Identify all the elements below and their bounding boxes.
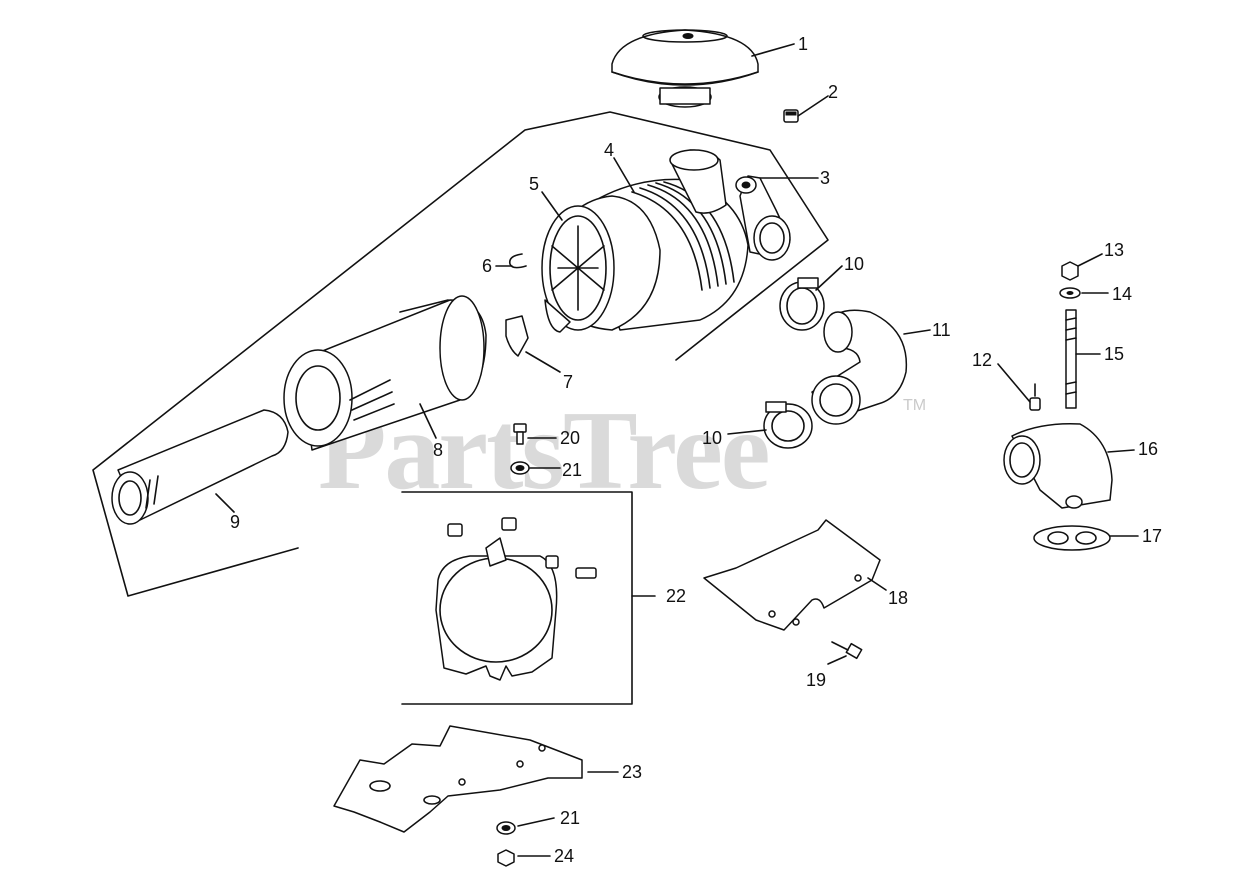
part-22-band-bracket [435,517,597,681]
callout-19: 19 [806,670,826,690]
callout-15: 15 [1104,344,1124,364]
callout-1: 1 [798,34,808,54]
part-19-screw [831,641,863,660]
callout-17: 17 [1142,526,1162,546]
callout-23: 23 [622,762,642,782]
part-17-gasket [1033,525,1111,551]
part-18-bracket [703,519,881,631]
callout-12: 12 [972,350,992,370]
part-24-nut [497,849,515,867]
part-7-valve [505,315,529,357]
part-16-elbow [1003,423,1113,509]
callout-7: 7 [563,372,573,392]
callout-2: 2 [828,82,838,102]
callout-14: 14 [1112,284,1132,304]
part-12-bolt [1029,383,1041,411]
part-5-end-cap [541,195,661,333]
callout-16: 16 [1138,439,1158,459]
callout-8: 8 [433,440,443,460]
callout-21-upper: 21 [562,460,582,480]
callout-6: 6 [482,256,492,276]
bracket-group-box [401,491,633,705]
callout-10-lower: 10 [702,428,722,448]
callout-13: 13 [1104,240,1124,260]
part-8-filter [283,295,487,451]
callout-4: 4 [604,140,614,160]
part-13-nut [1061,261,1079,281]
watermark-tm: TM [903,397,926,414]
callout-11: 11 [932,320,951,340]
callout-5: 5 [529,174,539,194]
callout-22: 22 [666,586,686,606]
part-1-cover [611,29,759,108]
part-9-safety-filter [111,409,289,525]
part-10-clamp-lower [763,401,813,449]
callout-21-lower: 21 [560,808,580,828]
leader-lines [215,43,1139,857]
callout-20: 20 [560,428,580,448]
air-cleaner-group-outline [92,111,829,597]
part-3-housing [735,175,791,261]
part-21-washer-upper [510,461,530,475]
part-23-plate [333,725,583,833]
part-2-fitting [783,109,799,123]
part-21-washer-lower [496,821,516,835]
callout-24: 24 [554,846,574,866]
part-6-clip [508,253,527,269]
callout-3: 3 [820,168,830,188]
part-20-bolt [513,423,527,445]
part-10-clamp-upper [779,277,825,331]
callout-9: 9 [230,512,240,532]
part-11-elbow-hose [811,309,908,425]
callout-18: 18 [888,588,908,608]
part-15-stud [1065,309,1077,409]
part-14-washer [1059,287,1081,299]
callout-10-upper: 10 [844,254,864,274]
